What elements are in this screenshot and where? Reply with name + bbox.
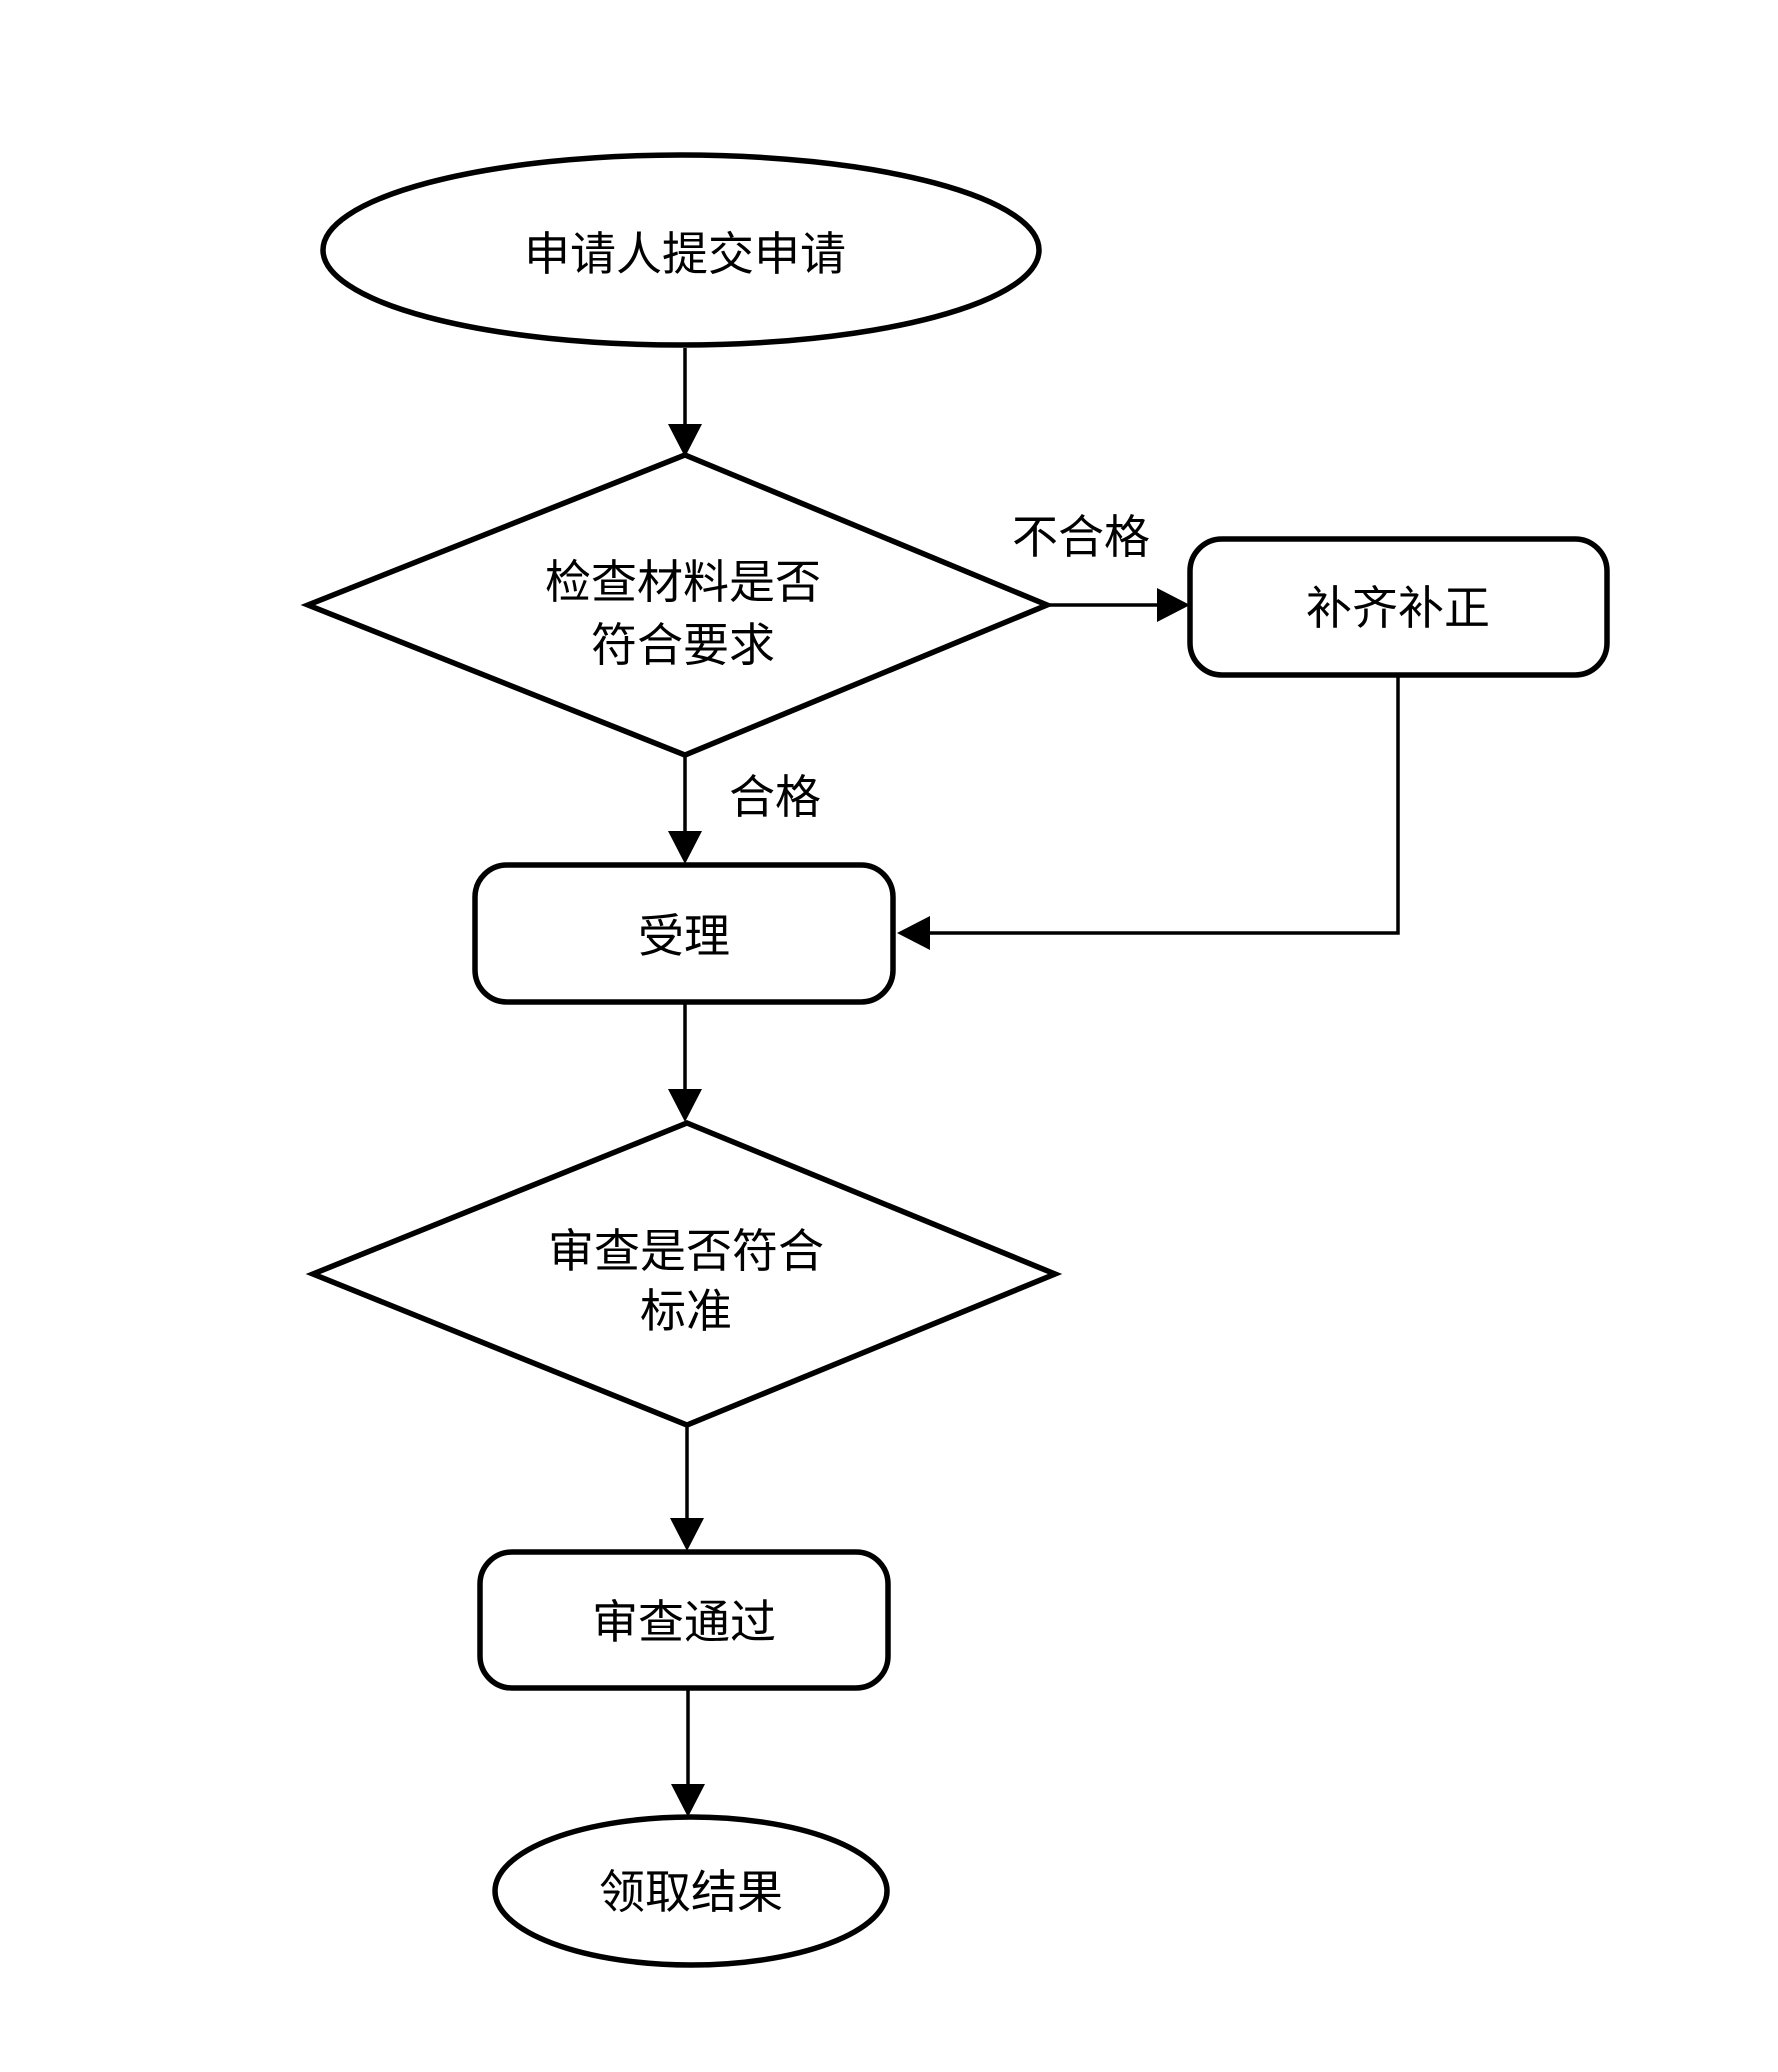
arrow-check-to-supplement <box>1047 588 1190 622</box>
pass-node-shape <box>477 1549 891 1691</box>
arrow-start-to-check <box>668 348 702 457</box>
arrow-check-to-accept <box>668 757 702 864</box>
arrow-supplement-to-accept <box>897 677 1400 950</box>
supplement-node-label: 补齐补正 <box>1306 581 1490 635</box>
check-materials-label-line2: 符合要求 <box>591 618 775 672</box>
edge-label-qualified: 合格 <box>729 770 821 824</box>
review-label-line2: 标准 <box>640 1284 732 1338</box>
arrow-pass-to-end <box>671 1690 705 1817</box>
check-materials-label-line1: 检查材料是否 <box>545 555 821 609</box>
accept-node-label: 受理 <box>638 909 730 963</box>
arrowhead-down-icon <box>668 1089 702 1122</box>
arrowhead-left-icon <box>897 916 930 950</box>
review-diamond-shape <box>305 1120 1063 1428</box>
arrow-accept-to-review <box>668 1004 702 1122</box>
start-node-label: 申请人提交申请 <box>524 227 846 281</box>
end-node-shape <box>492 1814 890 1968</box>
pass-node-label: 审查通过 <box>592 1595 776 1649</box>
arrow-review-to-pass <box>670 1427 704 1551</box>
arrowhead-down-icon <box>668 831 702 864</box>
end-node-label: 领取结果 <box>599 1865 783 1919</box>
supplement-node-shape <box>1187 536 1610 678</box>
arrowhead-down-icon <box>668 424 702 457</box>
check-materials-diamond-shape <box>300 452 1055 758</box>
accept-node-shape <box>472 862 896 1005</box>
start-node-shape <box>320 152 1042 348</box>
arrowhead-right-icon <box>1157 588 1190 622</box>
arrowhead-down-icon <box>670 1518 704 1551</box>
arrowhead-down-icon <box>671 1784 705 1817</box>
edge-label-fail: 不合格 <box>1012 510 1150 564</box>
review-label-line1: 审查是否符合 <box>548 1224 824 1278</box>
